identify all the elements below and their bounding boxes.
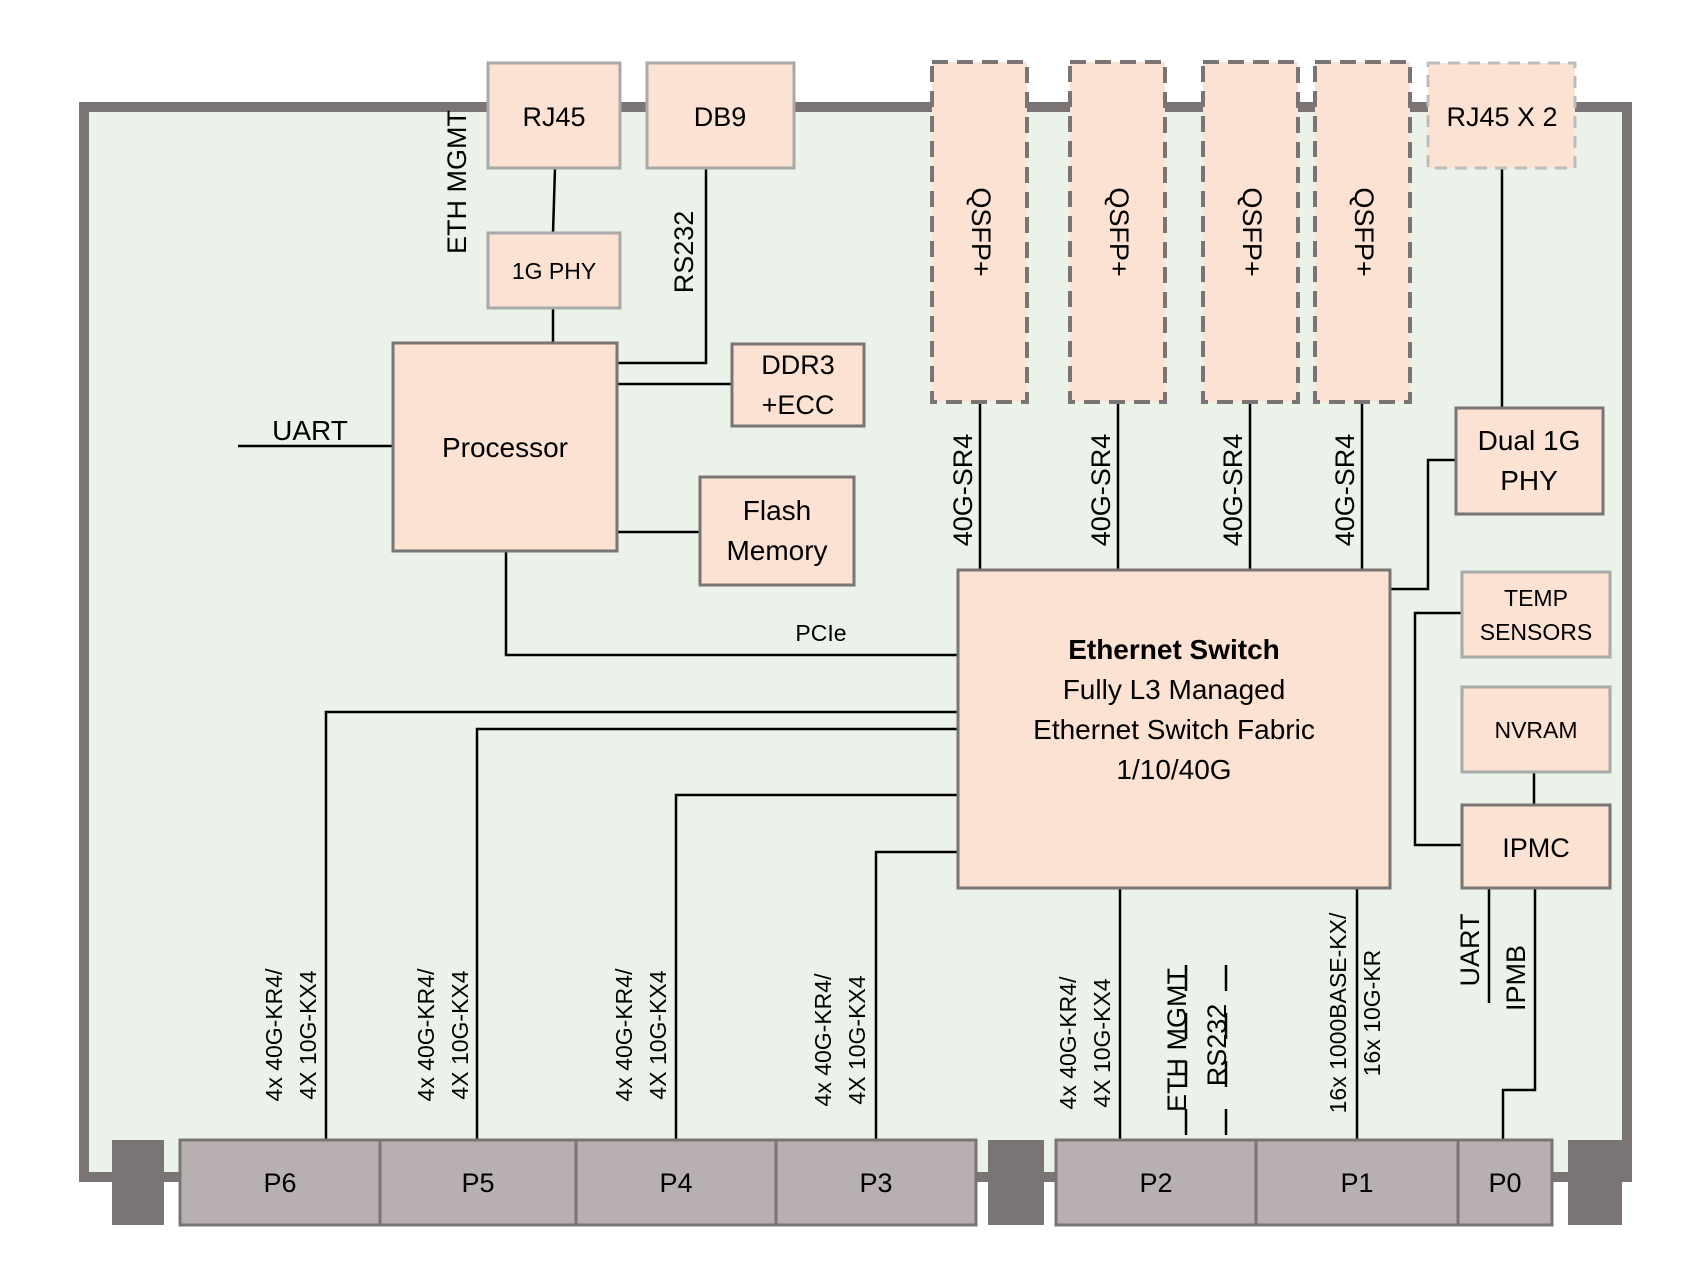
qsfp-label-1: QSFP+ (966, 187, 996, 276)
flash-label-2: Memory (726, 535, 827, 566)
temp-sensors-block (1460, 570, 1612, 659)
p2-signal-1: 4x 40G-KR4/ (1055, 976, 1081, 1110)
qsfp-cage-4 (1313, 60, 1412, 404)
p6-signal-2: 4X 10G-KX4 (295, 970, 321, 1099)
p6-signal-1: 4x 40G-KR4/ (261, 968, 287, 1102)
p3-signal-1: 4x 40G-KR4/ (810, 973, 836, 1107)
eth-mgmt-label: ETH MGMT (442, 110, 472, 254)
connector-p6 (178, 1138, 382, 1227)
wire-temp-ipmc (1413, 611, 1462, 847)
alignment-key-middle (988, 1140, 1044, 1225)
connector-p3-label: P3 (859, 1168, 892, 1198)
connector-p5 (378, 1138, 578, 1227)
pcie-label: PCIe (795, 620, 846, 646)
connector-p1-label: P1 (1340, 1168, 1373, 1198)
db9-label: DB9 (694, 102, 747, 132)
flash-label-1: Flash (743, 495, 811, 526)
alignment-key-right (1568, 1140, 1622, 1225)
rj45-connector (486, 61, 622, 170)
sr4-label-3: 40G-SR4 (1218, 434, 1248, 547)
wire-switch-p6 (324, 710, 958, 1140)
processor-label: Processor (442, 432, 568, 463)
dual-phy-label-2: PHY (1500, 465, 1558, 496)
switch-line-1: Fully L3 Managed (1063, 674, 1286, 705)
processor-block (391, 341, 619, 553)
ddr3-block (730, 342, 866, 428)
connector-p4 (574, 1138, 778, 1227)
p1-signal-1: 16x 1000BASE-KX/ (1325, 912, 1351, 1113)
qsfp-label-3: QSFP+ (1237, 187, 1267, 276)
ddr3-label-1: DDR3 (761, 350, 835, 380)
p2-rs232-label: RS232 (1202, 1004, 1232, 1087)
p2-signal-2: 4X 10G-KX4 (1089, 978, 1115, 1107)
p4-signal-2: 4X 10G-KX4 (645, 970, 671, 1099)
rj45-label: RJ45 (522, 102, 585, 132)
connector-p5-label: P5 (461, 1168, 494, 1198)
wire-rj45-phy (551, 167, 557, 234)
phy-1g-block (486, 231, 622, 310)
sr4-label-1: 40G-SR4 (948, 434, 978, 547)
wire-db9-processor (617, 168, 708, 365)
dual-phy-block (1454, 406, 1605, 516)
uart-label: UART (272, 415, 348, 446)
connector-p0-label: P0 (1488, 1168, 1521, 1198)
wire-ipmc-ipmb (1501, 888, 1537, 1140)
p0-ipmb-label: IPMB (1501, 945, 1531, 1011)
connector-p3 (774, 1138, 978, 1227)
temp-label-1: TEMP (1504, 585, 1568, 611)
connector-p6-label: P6 (263, 1168, 296, 1198)
wire-dualphy-switch (1390, 458, 1456, 591)
connector-p4-label: P4 (659, 1168, 692, 1198)
connector-p0 (1456, 1138, 1554, 1227)
ipmc-block (1460, 803, 1612, 890)
ethernet-switch-block (956, 568, 1392, 890)
switch-line-3: 1/10/40G (1116, 754, 1231, 785)
temp-label-2: SENSORS (1480, 619, 1592, 645)
qsfp-label-2: QSFP+ (1104, 187, 1134, 276)
p1-signal-2: 16x 10G-KR (1359, 950, 1385, 1077)
p5-signal-1: 4x 40G-KR4/ (413, 968, 439, 1102)
sr4-label-4: 40G-SR4 (1330, 434, 1360, 547)
switch-line-2: Ethernet Switch Fabric (1033, 714, 1315, 745)
wire-switch-p4 (674, 793, 958, 1140)
db9-connector (645, 61, 796, 170)
ipmc-label: IPMC (1502, 833, 1570, 863)
connector-p2 (1054, 1138, 1258, 1227)
p3-signal-2: 4X 10G-KX4 (844, 975, 870, 1104)
qsfp-cage-2 (1068, 60, 1167, 404)
wires (238, 167, 1537, 1140)
phy-1g-label: 1G PHY (512, 258, 596, 284)
nvram-label: NVRAM (1494, 717, 1577, 743)
wire-pcie (504, 551, 958, 657)
nvram-block (1460, 685, 1612, 774)
p5-signal-2: 4X 10G-KX4 (447, 970, 473, 1099)
rj45x2-label: RJ45 X 2 (1446, 102, 1557, 132)
flash-block (698, 475, 856, 587)
sr4-label-2: 40G-SR4 (1086, 434, 1116, 547)
connector-p2-label: P2 (1139, 1168, 1172, 1198)
p4-signal-1: 4x 40G-KR4/ (611, 968, 637, 1102)
dual-phy-label-1: Dual 1G (1478, 425, 1581, 456)
p2-eth-mgmt-label: ETH MGMT (1162, 968, 1192, 1112)
p0-uart-label: UART (1455, 913, 1485, 986)
qsfp-cage-3 (1201, 60, 1300, 404)
qsfp-label-4: QSFP+ (1349, 187, 1379, 276)
rj45x2-connector (1426, 61, 1577, 170)
alignment-key-left (112, 1140, 164, 1225)
wire-switch-p5 (475, 727, 958, 1140)
rs232-label: RS232 (669, 211, 699, 294)
qsfp-cage-1 (930, 60, 1029, 404)
switch-title: Ethernet Switch (1068, 634, 1280, 665)
wire-switch-p3 (874, 850, 958, 1140)
ddr3-label-2: +ECC (762, 390, 835, 420)
